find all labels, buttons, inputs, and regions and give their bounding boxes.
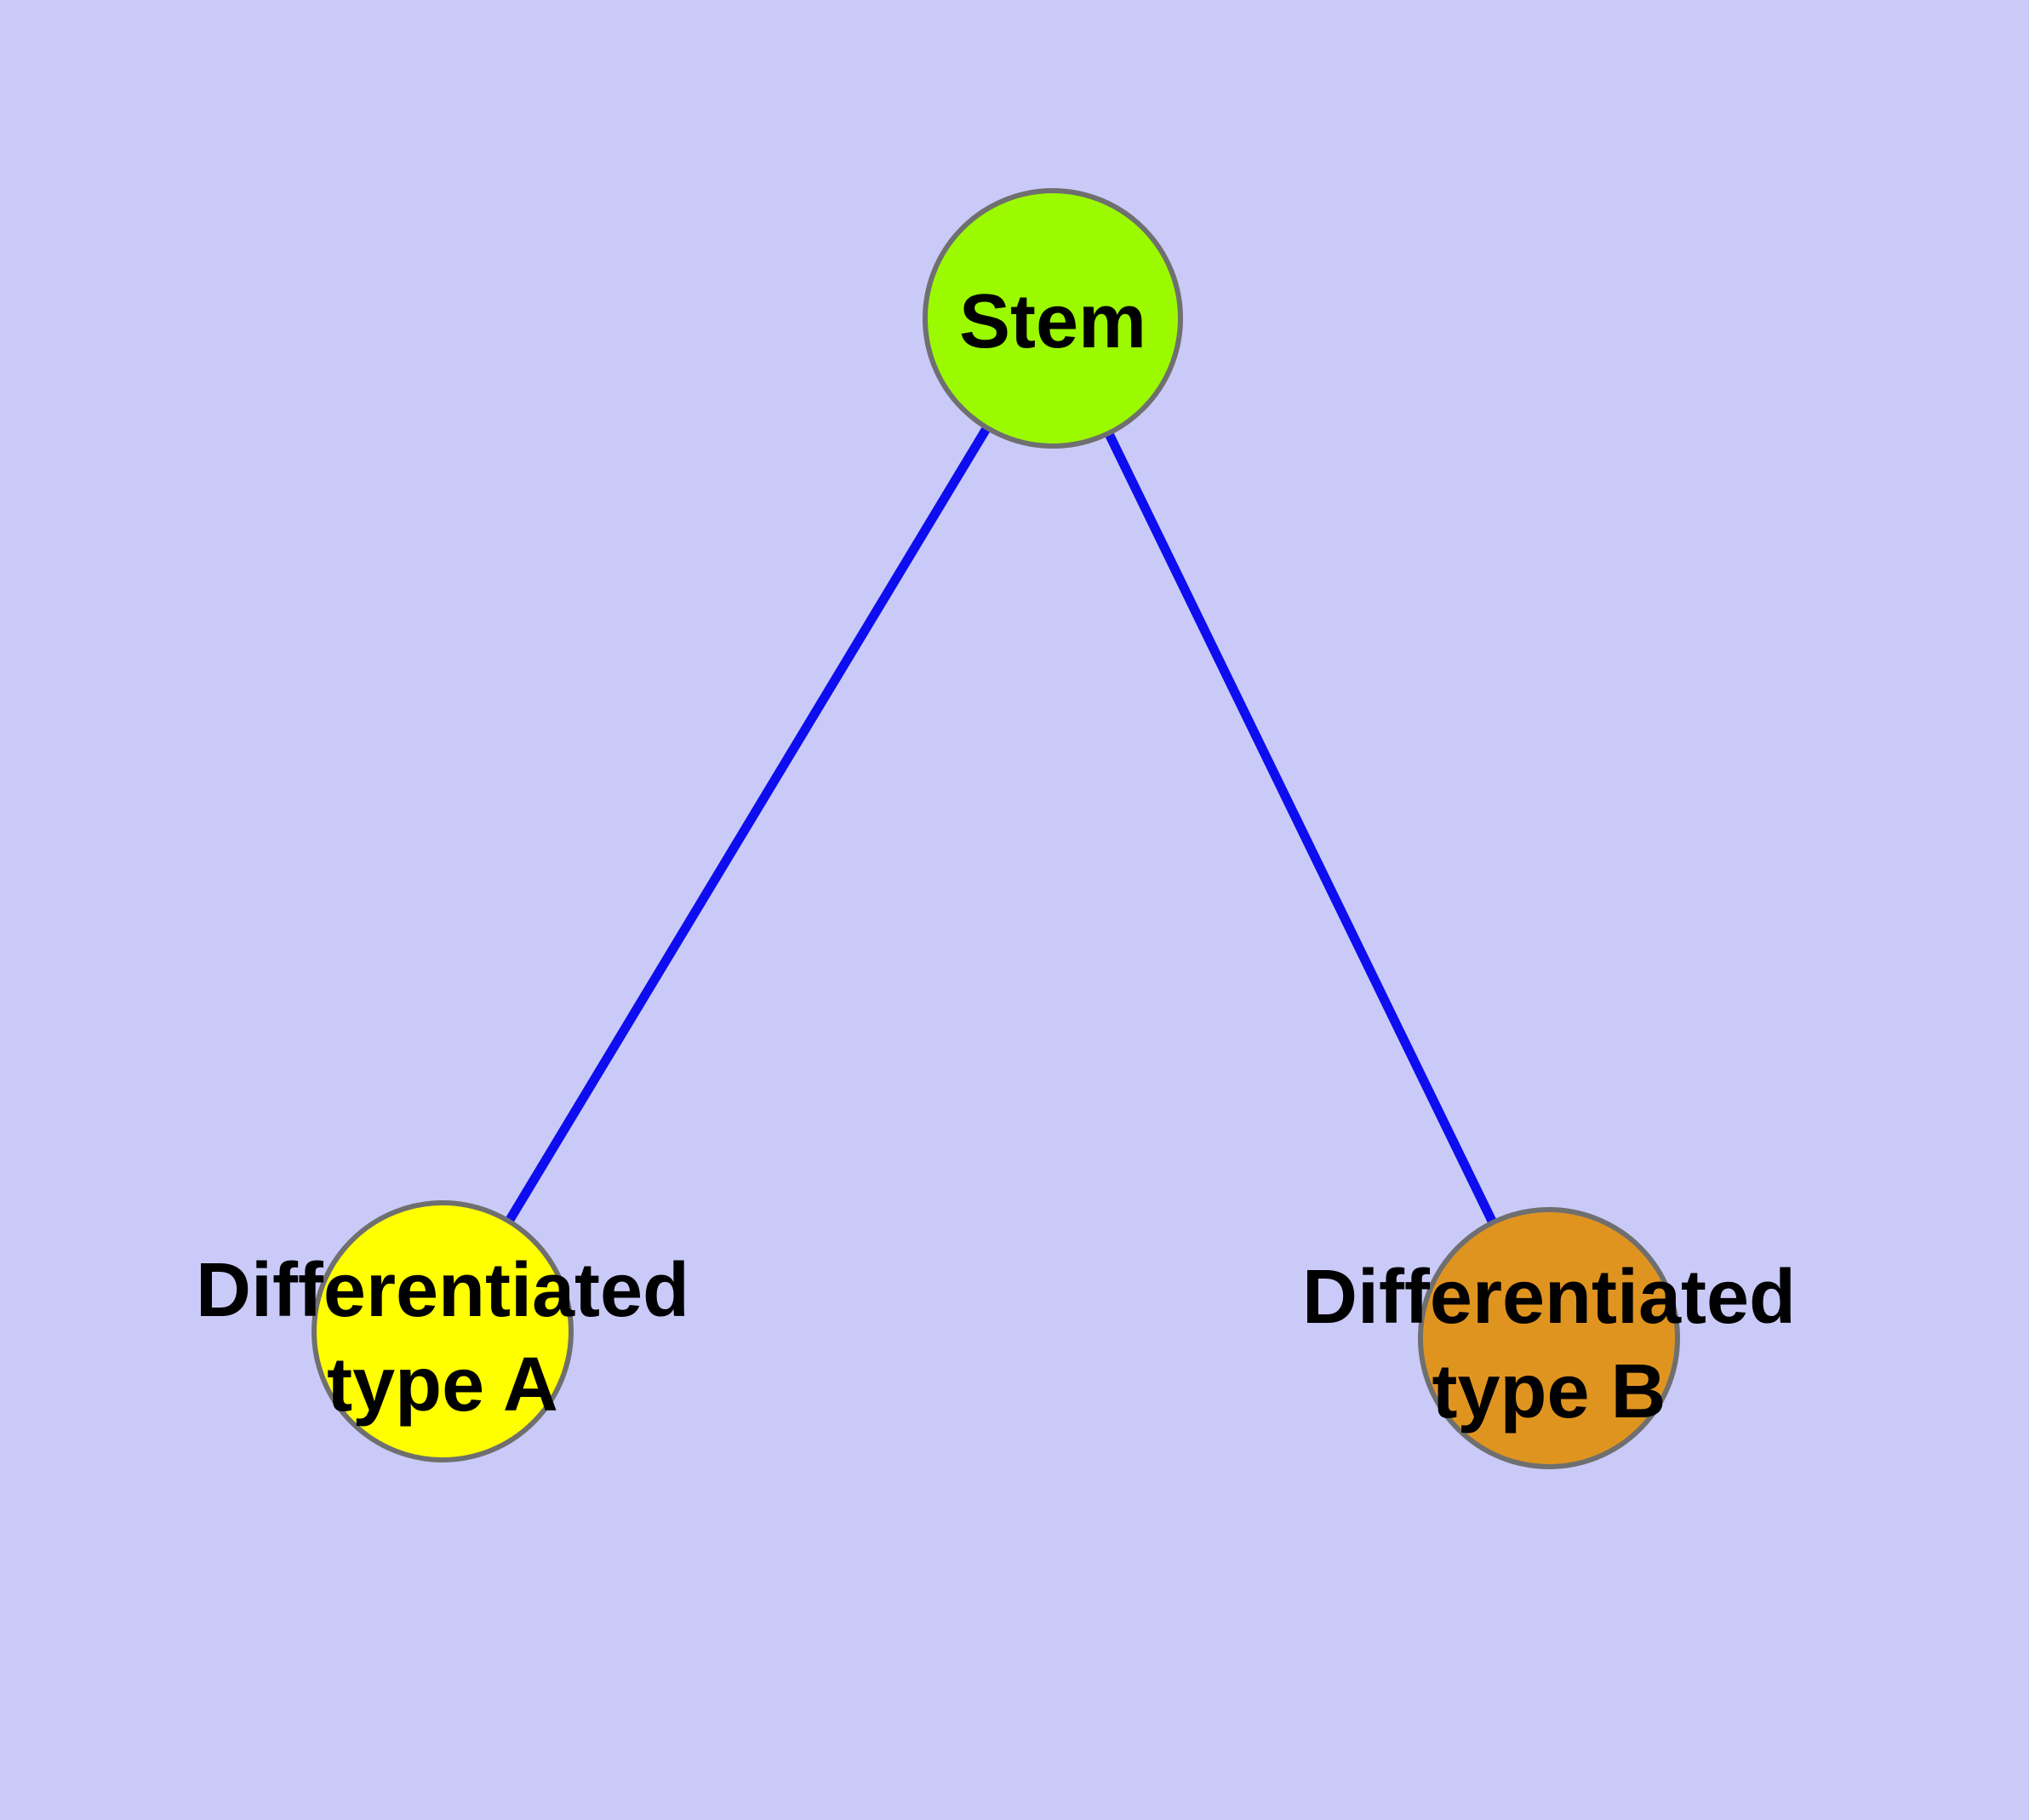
edge-stem-to-differentiated-type-b [1049,316,1553,1341]
node-differentiated-type-a-circle[interactable] [311,1200,574,1462]
node-stem[interactable]: Stem [923,188,1183,449]
node-differentiated-type-b-circle[interactable] [1418,1207,1680,1469]
node-differentiated-type-a-label-line-2: type A [327,1342,558,1428]
node-differentiated-type-b[interactable]: Differentiated type B [1302,1207,1796,1469]
node-differentiated-type-a-label-line-1: Differentiated [196,1248,689,1333]
node-stem-label: Stem [959,279,1146,364]
node-stem-circle[interactable] [923,188,1183,449]
edge-stem-to-differentiated-type-a [438,316,1057,1334]
node-differentiated-type-b-label-line-2: type B [1432,1349,1666,1434]
node-differentiated-type-b-label-line-1: Differentiated [1302,1255,1796,1340]
node-differentiated-type-a[interactable]: Differentiated type A [196,1200,689,1462]
